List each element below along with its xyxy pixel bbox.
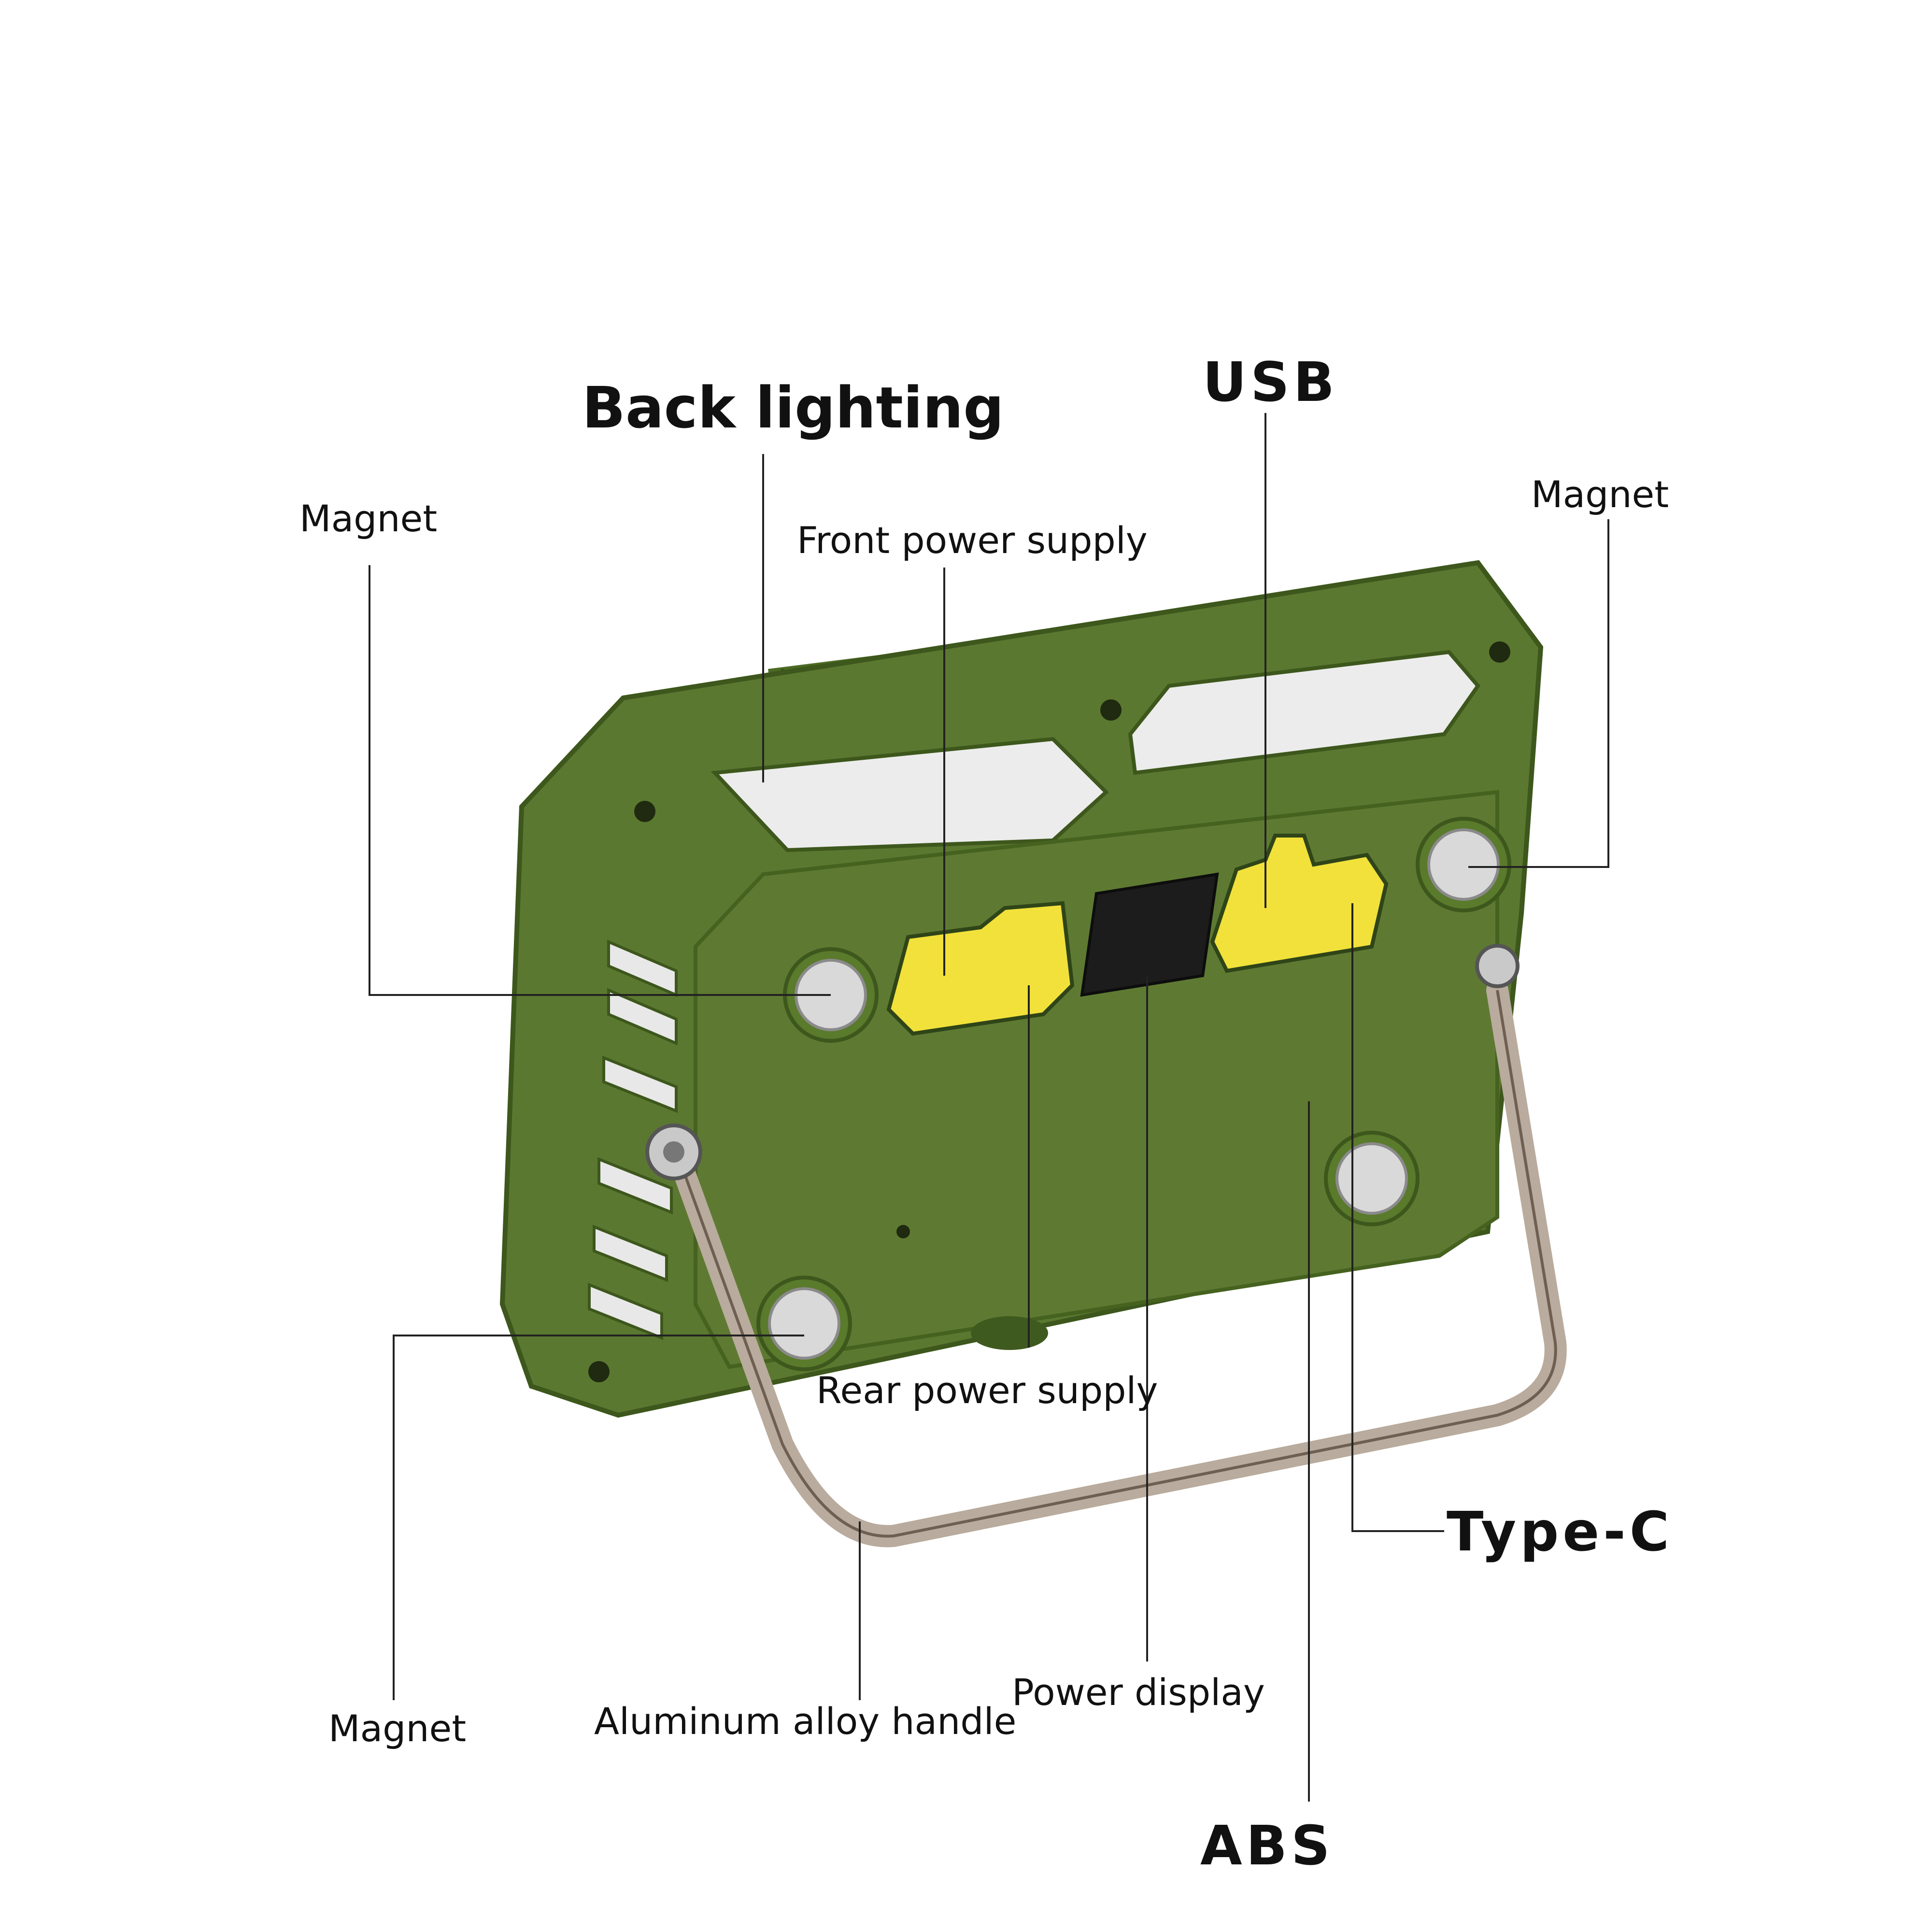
side-vents bbox=[588, 939, 678, 1340]
leader-magnet-bottom-left bbox=[393, 1335, 804, 1700]
label-usb: USB bbox=[1203, 351, 1338, 414]
label-magnet-bottom-left: Magnet bbox=[328, 1707, 466, 1750]
label-magnet-top-right: Magnet bbox=[1531, 473, 1669, 516]
label-power-display: Power display bbox=[1012, 1671, 1265, 1714]
leader-type-c bbox=[1351, 903, 1444, 1532]
label-rear-power-supply: Rear power supply bbox=[816, 1369, 1158, 1412]
label-abs: ABS bbox=[1200, 1815, 1334, 1877]
leader-lines bbox=[369, 413, 1609, 1802]
label-back-lighting: Back lighting bbox=[582, 374, 1004, 441]
port-cover-yellow-right bbox=[1210, 834, 1389, 973]
leader-magnet-top-right bbox=[1468, 519, 1609, 868]
callout-labels: Magnet Back lighting Front power supply … bbox=[299, 351, 1673, 1877]
power-display-screen bbox=[1080, 872, 1219, 997]
label-type-c: Type-C bbox=[1447, 1501, 1673, 1563]
leader-magnet-top-left bbox=[369, 565, 831, 996]
back-light-panel-left bbox=[710, 737, 1109, 852]
back-light-panel-right bbox=[1128, 650, 1481, 775]
bottom-foot bbox=[971, 1316, 1048, 1350]
label-magnet-top-left: Magnet bbox=[299, 497, 437, 540]
label-front-power-supply: Front power supply bbox=[797, 519, 1148, 562]
handle-pivot-right bbox=[1475, 944, 1520, 988]
label-aluminum-handle: Aluminum alloy handle bbox=[594, 1700, 1016, 1743]
power-button-yellow-left bbox=[886, 901, 1075, 1036]
magnets bbox=[756, 817, 1511, 1371]
screw-holes bbox=[588, 641, 1510, 1382]
work-light-device bbox=[499, 560, 1567, 1548]
